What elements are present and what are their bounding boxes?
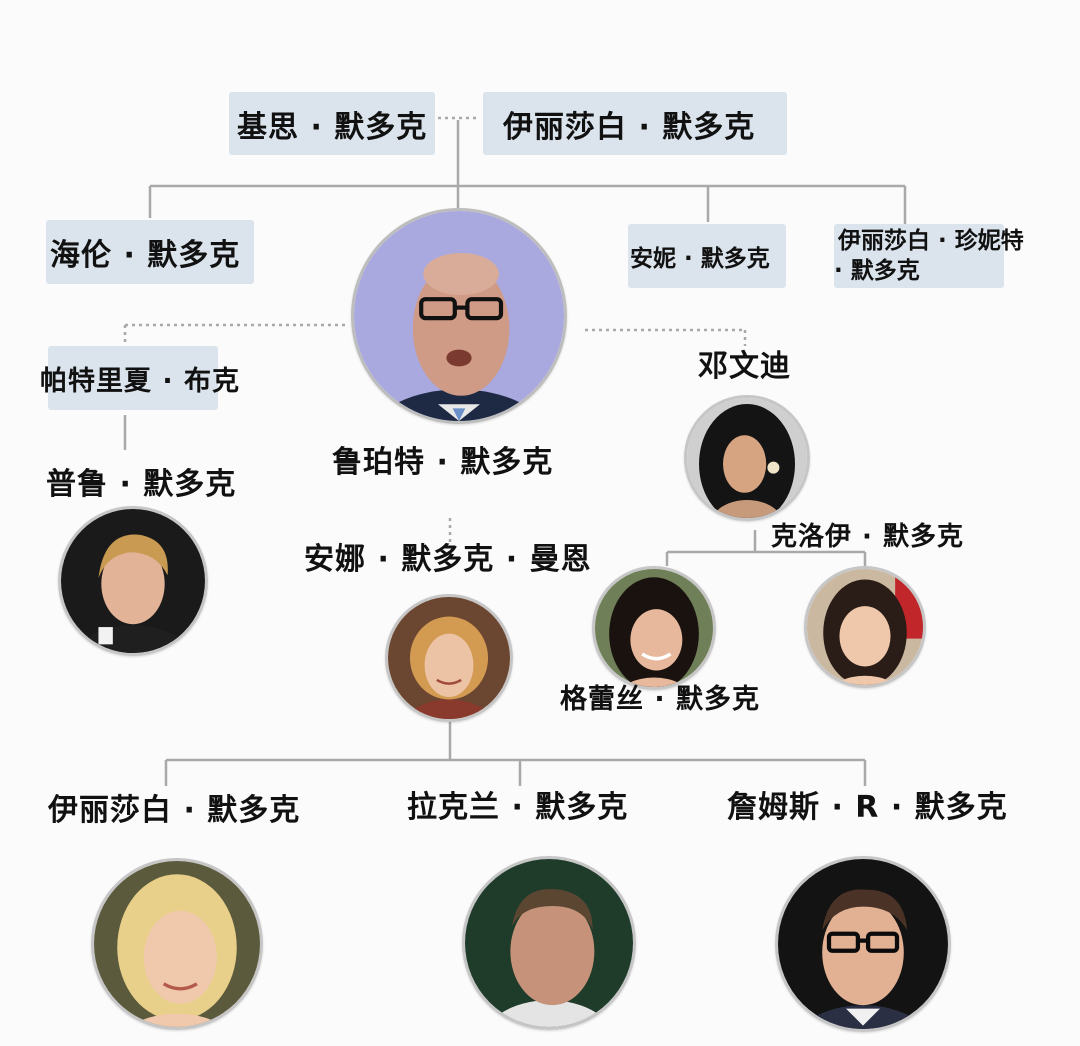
keith-name: 基思 · 默多克 [237, 109, 428, 145]
prue-photo [58, 506, 208, 656]
james-photo [775, 856, 951, 1032]
anna-name: 安娜 · 默多克 · 曼恩 [304, 542, 592, 577]
rupert-photo [351, 208, 567, 424]
james-name: 詹姆斯 · R · 默多克 [727, 790, 1008, 825]
lachlan-name: 拉克兰 · 默多克 [407, 790, 629, 825]
anna-photo [385, 594, 513, 722]
node-elisabeth-mother: 伊丽莎白 · 默多克 [483, 92, 787, 155]
node-helen: 海伦 · 默多克 [46, 220, 254, 284]
helen-name: 海伦 · 默多克 [50, 238, 241, 273]
prue-name: 普鲁 · 默多克 [46, 467, 237, 502]
elisabeth-mother-name: 伊丽莎白 · 默多克 [503, 109, 756, 145]
anne-name: 安妮 · 默多克 [630, 246, 770, 272]
node-keith: 基思 · 默多克 [229, 92, 435, 155]
elisabeth-child-photo [91, 858, 263, 1030]
grace-photo [592, 566, 716, 690]
node-patricia: 帕特里夏 · 布克 [40, 346, 239, 410]
patricia-name: 帕特里夏 · 布克 [40, 365, 241, 397]
chloe-photo [804, 566, 926, 688]
wendi-name: 邓文迪 [698, 349, 791, 384]
node-janet: 伊丽莎白 · 珍妮特 · 默多克 [834, 224, 1024, 288]
chloe-name: 克洛伊 · 默多克 [771, 522, 964, 552]
elisabeth-child-name: 伊丽莎白 · 默多克 [48, 793, 301, 828]
janet-name-line2: · 默多克 [834, 258, 920, 284]
rupert-name: 鲁珀特 · 默多克 [332, 445, 554, 480]
grace-name: 格蕾丝 · 默多克 [560, 684, 761, 715]
lachlan-photo [462, 856, 636, 1030]
node-anne: 安妮 · 默多克 [628, 224, 786, 288]
janet-name-line1: 伊丽莎白 · 珍妮特 [838, 228, 1024, 254]
wendi-photo [684, 395, 810, 521]
